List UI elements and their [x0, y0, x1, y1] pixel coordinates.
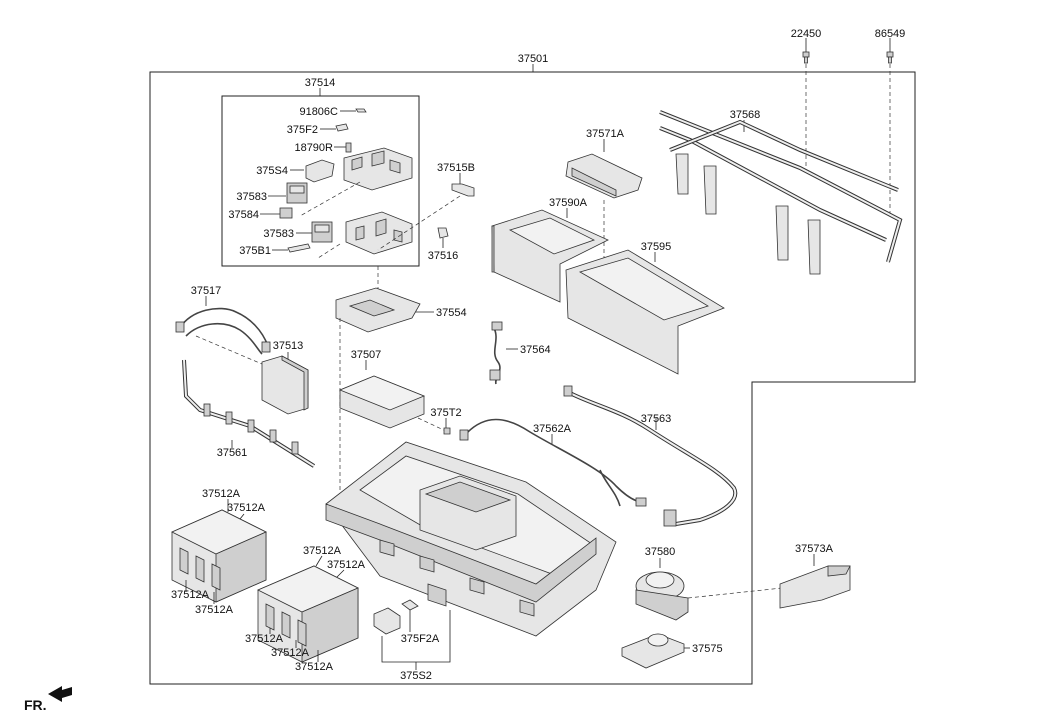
relay-375S4 — [290, 159, 335, 183]
bracket-37575 — [621, 633, 690, 669]
harness-37517 — [175, 296, 271, 365]
label-86549: 86549 — [875, 28, 906, 40]
label-37513: 37513 — [273, 340, 304, 352]
label-37571A: 37571A — [586, 128, 625, 140]
label-37512A-5: 37512A — [303, 545, 342, 557]
label-37564: 37564 — [520, 344, 551, 356]
harness-37563 — [563, 385, 738, 527]
junction-block-lower — [317, 211, 413, 259]
label-375B1: 375B1 — [239, 245, 271, 257]
label-375F2: 375F2 — [287, 124, 318, 136]
label-375T2: 375T2 — [430, 407, 461, 419]
sensor-375T2 — [443, 418, 451, 435]
harness-37562A — [459, 418, 647, 507]
label-37584: 37584 — [228, 209, 259, 221]
label-37517: 37517 — [191, 285, 222, 297]
label-37512A-1: 37512A — [202, 488, 241, 500]
resistor-37584 — [260, 207, 293, 219]
label-37512A-9: 37512A — [295, 661, 334, 673]
bracket-375S2 — [381, 610, 451, 670]
module-37513 — [261, 352, 309, 415]
bracket-37554 — [335, 287, 434, 500]
label-375S2: 375S2 — [400, 670, 432, 682]
battery-case — [325, 441, 617, 637]
label-37514: 37514 — [305, 77, 336, 89]
cover-37571A — [565, 139, 643, 270]
harness-37564 — [489, 321, 518, 385]
cover-37595 — [565, 249, 725, 375]
label-37512A-8: 37512A — [271, 647, 310, 659]
label-37515B: 37515B — [437, 162, 475, 174]
label-37512A-6: 37512A — [327, 559, 366, 571]
label-37512A-4: 37512A — [195, 604, 234, 616]
label-37562A: 37562A — [533, 423, 572, 435]
label-37575: 37575 — [692, 643, 723, 655]
label-37516: 37516 — [428, 250, 459, 262]
label-37501: 37501 — [518, 53, 549, 65]
label-375F2A: 375F2A — [401, 633, 440, 645]
label-37554: 37554 — [436, 307, 467, 319]
fan-37580 — [635, 558, 783, 621]
label-37590A: 37590A — [549, 197, 588, 209]
assembly-frame — [149, 71, 916, 685]
bms-37507 — [338, 360, 449, 433]
label-37583-bottom: 37583 — [263, 228, 294, 240]
bolt-86549 — [886, 38, 894, 218]
duct-37573A — [779, 554, 851, 609]
fuse-375F2 — [320, 123, 349, 132]
sensor-18790R — [334, 142, 352, 153]
fuse-91806C — [340, 108, 367, 113]
label-37512A-3: 37512A — [171, 589, 210, 601]
junction-block-upper — [299, 147, 413, 217]
connector-37516 — [437, 227, 449, 248]
front-direction-arrow — [48, 686, 72, 702]
label-37595: 37595 — [641, 241, 672, 253]
frame-37568 — [659, 110, 903, 275]
label-37573A: 37573A — [795, 543, 834, 555]
label-375S4: 375S4 — [256, 165, 288, 177]
label-18790R: 18790R — [294, 142, 333, 154]
module-stack-left — [171, 499, 267, 604]
busbar-37561 — [182, 359, 316, 468]
label-22450: 22450 — [791, 28, 822, 40]
relay-37583-top — [268, 182, 308, 204]
busbar-375B1 — [272, 243, 311, 253]
fuse-375F2A — [373, 583, 447, 635]
cover-37590A — [491, 208, 609, 303]
label-37512A-7: 37512A — [245, 633, 284, 645]
module-stack-right — [257, 555, 359, 663]
label-37561: 37561 — [217, 447, 248, 459]
label-37563: 37563 — [641, 413, 672, 425]
subassembly-37514-frame — [221, 95, 420, 267]
bolt-22450 — [802, 38, 810, 168]
relay-37583-bottom — [296, 221, 333, 243]
label-37568: 37568 — [730, 109, 761, 121]
label-fr: FR. — [24, 697, 47, 713]
label-37583-top: 37583 — [236, 191, 267, 203]
label-91806C: 91806C — [299, 106, 338, 118]
label-37580: 37580 — [645, 546, 676, 558]
label-37512A-2: 37512A — [227, 502, 266, 514]
bracket-37515B — [377, 173, 475, 251]
label-37507: 37507 — [351, 349, 382, 361]
